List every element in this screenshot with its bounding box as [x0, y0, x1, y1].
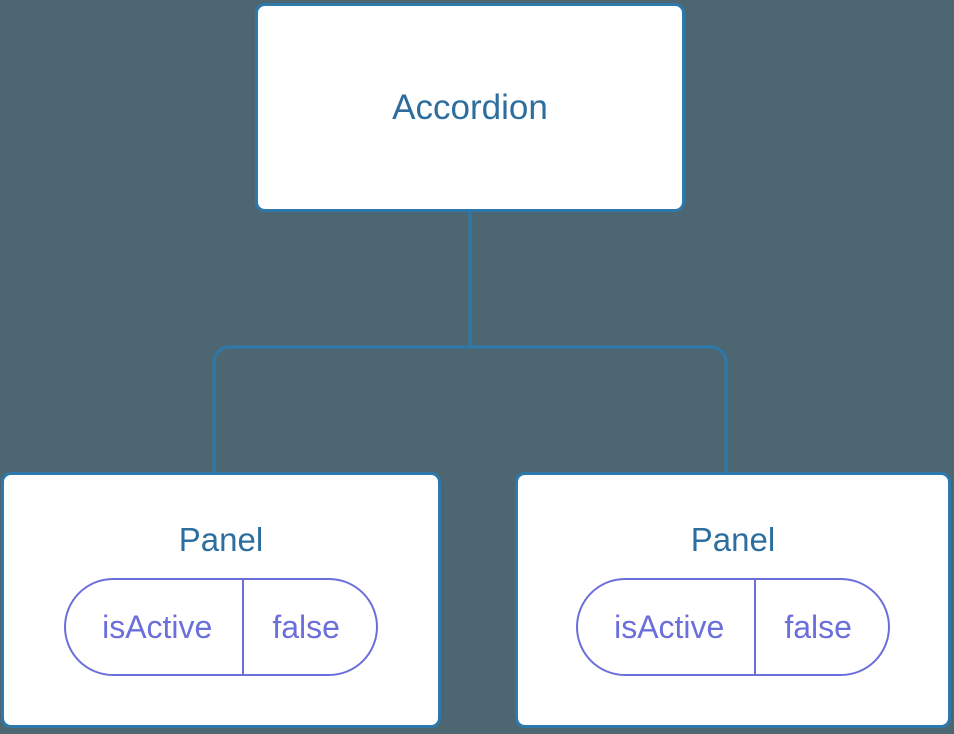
prop-badge-isactive[interactable]: isActive false: [576, 578, 890, 676]
connector-root-to-right-panel: [468, 211, 728, 474]
node-title: Panel: [178, 521, 264, 558]
node-title: Accordion: [392, 88, 548, 127]
node-panel-right[interactable]: Panel isActive false: [515, 472, 951, 728]
node-panel-left[interactable]: Panel isActive false: [1, 472, 441, 728]
connector-root-to-left-panel: [212, 211, 472, 474]
node-title: Panel: [690, 521, 776, 558]
node-accordion[interactable]: Accordion: [255, 3, 685, 212]
prop-value: false: [242, 580, 376, 674]
prop-name: isActive: [614, 609, 725, 645]
prop-name: isActive: [102, 609, 213, 645]
prop-badge-isactive[interactable]: isActive false: [64, 578, 378, 676]
prop-value: false: [754, 580, 888, 674]
